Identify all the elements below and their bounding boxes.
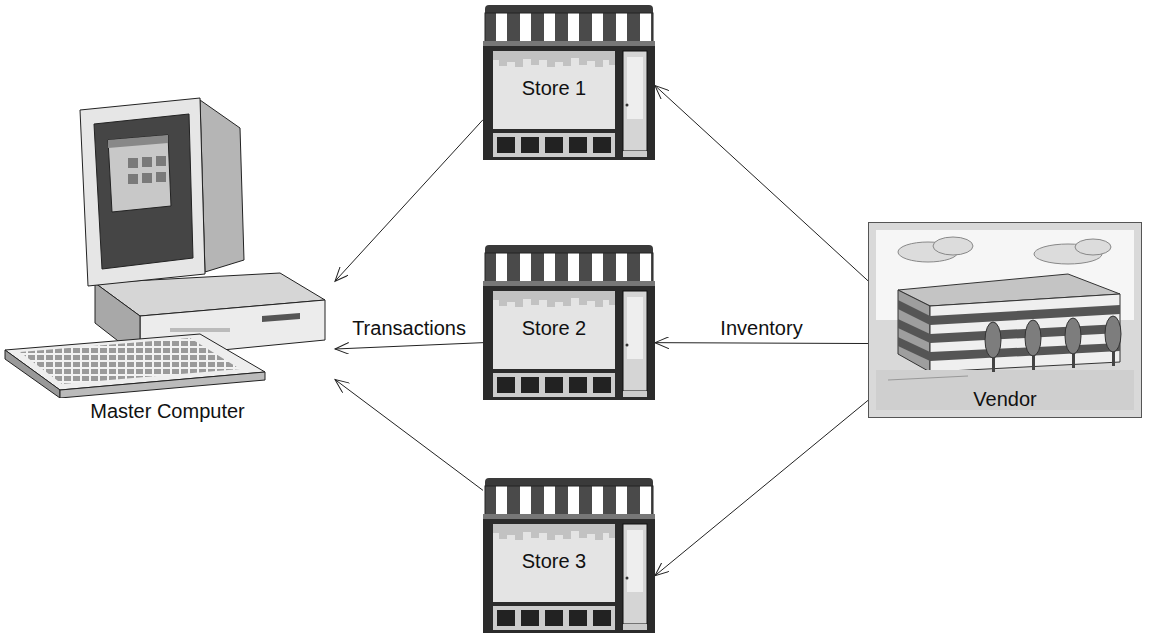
flow-arrow: [335, 343, 483, 349]
node-label: Store 2: [493, 317, 615, 340]
drawing-polygon: [60, 372, 265, 398]
drawing-rect: [156, 156, 166, 166]
flow-arrow: [655, 86, 868, 281]
drawing-rect: [483, 41, 655, 160]
drawing-polygon: [94, 114, 193, 269]
drawing-ellipse: [1065, 318, 1081, 354]
computer-illustration: [0, 88, 335, 398]
drawing-rect: [593, 610, 611, 626]
flow-arrow: [335, 120, 483, 282]
node-label: Master Computer: [0, 400, 335, 423]
drawing-path: [493, 291, 615, 307]
edge-label: Inventory: [718, 317, 804, 340]
drawing-rect: [170, 328, 230, 332]
drawing-ellipse: [1105, 316, 1121, 352]
drawing-rect: [869, 223, 1142, 418]
store-node: Store 2: [483, 245, 655, 400]
drawing-rect: [497, 610, 515, 626]
drawing-rect: [493, 133, 615, 157]
drawing-polygon: [200, 100, 244, 272]
drawing-rect: [493, 291, 615, 369]
drawing-polygon: [930, 343, 1120, 361]
drawing-rect: [623, 291, 647, 391]
drawing-ellipse: [1075, 239, 1111, 255]
drawing-rect: [483, 281, 655, 400]
drawing-ellipse: [985, 322, 1001, 358]
drawing-circle: [626, 577, 629, 580]
drawing-rect: [627, 530, 643, 592]
drawing-rect: [493, 606, 615, 630]
drawing-rect: [545, 377, 563, 393]
drawing-rect: [485, 13, 653, 43]
node-label: Store 1: [493, 77, 615, 100]
drawing-rect: [623, 524, 647, 624]
drawing-rect: [623, 51, 647, 151]
flow-arrow: [655, 342, 868, 344]
computer-node: Master Computer: [0, 88, 335, 427]
drawing-rect: [521, 137, 539, 153]
drawing-rect: [497, 377, 515, 393]
drawing-rect: [483, 514, 655, 633]
node-label: Store 3: [493, 550, 615, 573]
drawing-polygon: [930, 305, 1120, 325]
drawing-polygon: [108, 135, 171, 212]
drawing-circle: [626, 104, 629, 107]
store-node: Store 3: [483, 478, 655, 633]
flow-arrow: [335, 380, 483, 491]
drawing-rect: [623, 624, 647, 630]
drawing-polygon: [898, 290, 930, 372]
drawing-rect: [128, 158, 138, 168]
drawing-rect: [497, 137, 515, 153]
drawing-ellipse: [1025, 320, 1041, 356]
drawing-rect: [485, 486, 653, 516]
drawing-rect: [545, 137, 563, 153]
drawing-rect: [623, 151, 647, 157]
drawing-rect: [493, 524, 615, 602]
drawing-rect: [142, 157, 152, 167]
node-label: Vendor: [868, 388, 1142, 411]
store-node: Store 1: [483, 5, 655, 160]
drawing-polygon: [5, 350, 60, 398]
drawing-rect: [521, 610, 539, 626]
edge-label: Transactions: [350, 317, 468, 340]
drawing-rect: [483, 514, 655, 519]
drawing-circle: [626, 344, 629, 347]
drawing-rect: [569, 377, 587, 393]
drawing-rect: [545, 610, 563, 626]
drawing-polygon: [898, 337, 930, 361]
drawing-rect: [483, 281, 655, 286]
drawing-rect: [493, 373, 615, 397]
drawing-rect: [128, 174, 138, 184]
drawing-rect: [485, 253, 653, 283]
drawing-ellipse: [933, 237, 973, 255]
drawing-rect: [593, 377, 611, 393]
drawing-rect: [627, 57, 643, 119]
drawing-rect: [569, 610, 587, 626]
drawing-rect: [569, 137, 587, 153]
drawing-rect: [623, 391, 647, 397]
drawing-rect: [627, 297, 643, 359]
drawing-rect: [493, 51, 615, 129]
drawing-rect: [521, 377, 539, 393]
drawing-path: [493, 524, 615, 540]
drawing-path: [493, 51, 615, 67]
vendor-node: Vendor: [868, 222, 1142, 418]
drawing-polygon: [80, 98, 205, 286]
drawing-rect: [483, 41, 655, 46]
drawing-rect: [142, 173, 152, 183]
drawing-polygon: [262, 313, 300, 322]
flow-arrow: [655, 400, 868, 575]
drawing-line: [888, 376, 968, 380]
drawing-polygon: [930, 294, 1120, 372]
drawing-polygon: [108, 135, 168, 148]
drawing-rect: [156, 172, 166, 182]
drawing-rect: [593, 137, 611, 153]
